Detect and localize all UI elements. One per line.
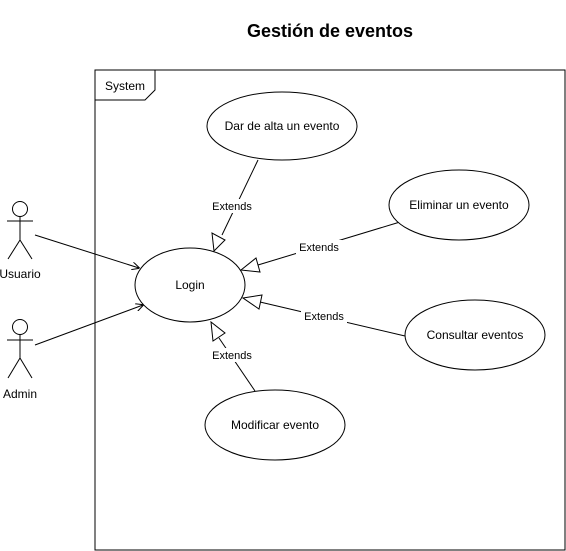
actor-admin-head-icon (12, 319, 28, 335)
diagram-title: Gestión de eventos (247, 21, 413, 41)
extend-consultar: Extends (241, 294, 406, 337)
extend-label-modificar: Extends (212, 350, 252, 362)
association-admin-login (34, 305, 143, 346)
extend-label-consultar: Extends (304, 311, 344, 323)
use-case-modificar[interactable]: Modificar evento (204, 389, 346, 461)
actor-admin[interactable] (7, 319, 33, 379)
extend-modificar: Extends (208, 320, 256, 392)
extend-label-eliminar: Extends (299, 242, 339, 254)
use-case-label-dar-de-alta: Dar de alta un evento (225, 119, 340, 133)
actor-admin-label: Admin (3, 387, 37, 401)
actor-usuario-head-icon (12, 201, 28, 217)
use-case-consultar[interactable]: Consultar eventos (404, 299, 546, 371)
system-label: System (105, 79, 145, 93)
use-case-dar-de-alta[interactable]: Dar de alta un evento (206, 91, 358, 161)
extend-label-dar-de-alta: Extends (212, 201, 252, 213)
actor-usuario[interactable] (7, 201, 33, 260)
use-case-label-consultar: Consultar eventos (427, 328, 524, 342)
association-usuario-login (34, 234, 139, 268)
use-case-label-eliminar: Eliminar un evento (409, 198, 509, 212)
use-case-label-login: Login (175, 278, 204, 292)
extend-dar-de-alta: Extends (209, 159, 259, 253)
use-case-login[interactable]: Login (134, 247, 246, 323)
use-case-label-modificar: Modificar evento (231, 418, 319, 432)
extend-eliminar: Extends (239, 221, 401, 273)
use-case-eliminar[interactable]: Eliminar un evento (388, 169, 530, 241)
actor-usuario-label: Usuario (0, 267, 41, 281)
